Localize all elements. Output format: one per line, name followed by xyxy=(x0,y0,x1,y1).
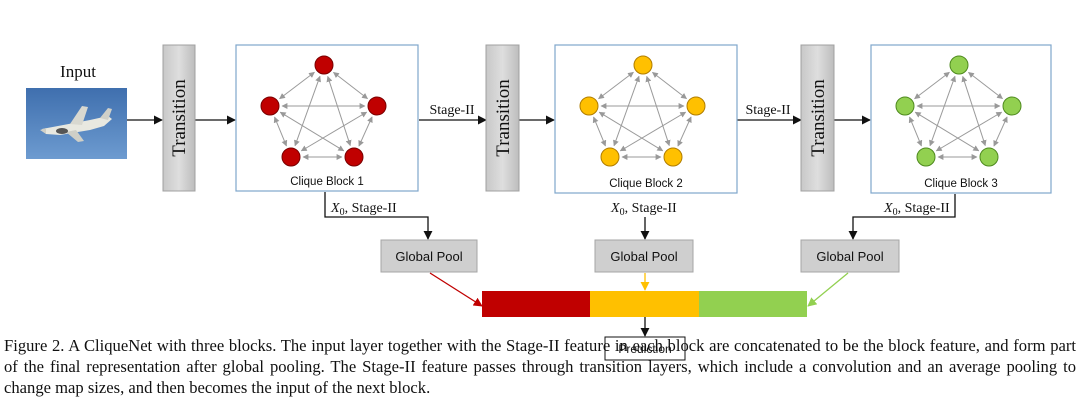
concat-segment-block1 xyxy=(482,291,590,317)
stage-ii-label-1: Stage-II xyxy=(429,103,474,118)
arrow-pool1-to-concat xyxy=(429,272,483,307)
clique-node xyxy=(344,147,364,167)
global-pool-2: Global Pool xyxy=(594,239,694,273)
clique-edge xyxy=(619,111,687,152)
input-label: Input xyxy=(60,62,96,81)
stage-ii-label-2: Stage-II xyxy=(745,103,790,118)
arrow-pool3-to-concat xyxy=(807,272,849,307)
x0-stage-label-1: X0, Stage-II xyxy=(330,201,397,218)
clique-block-2: Clique Block 2 xyxy=(554,44,738,194)
clique-node xyxy=(281,147,301,167)
prediction-box: Prediction xyxy=(604,336,686,361)
clique-node xyxy=(1002,96,1022,116)
clique-node xyxy=(633,55,653,75)
x0-stage-label-3: X0, Stage-II xyxy=(883,201,950,218)
clique-node xyxy=(895,96,915,116)
concat-segment-block2 xyxy=(590,291,699,317)
transition-layer-1: Transition xyxy=(162,44,196,192)
clique-node xyxy=(260,96,280,116)
clique-node xyxy=(314,55,334,75)
global-pool-label: Global Pool xyxy=(610,249,677,264)
clique-block-1: Clique Block 1 xyxy=(235,44,419,192)
global-pool-3: Global Pool xyxy=(800,239,900,273)
clique-node xyxy=(949,55,969,75)
concat-segment-block3 xyxy=(699,291,807,317)
transition-layer-3: Transition xyxy=(800,44,835,192)
global-pool-1: Global Pool xyxy=(380,239,478,273)
clique-node xyxy=(979,147,999,167)
transition-layer-2: Transition xyxy=(485,44,520,192)
clique-block-label: Clique Block 1 xyxy=(290,176,364,188)
clique-node xyxy=(367,96,387,116)
clique-block-label: Clique Block 3 xyxy=(924,178,998,190)
input-image xyxy=(26,88,127,159)
clique-edge xyxy=(993,116,1008,147)
clique-block-label: Clique Block 2 xyxy=(609,178,683,190)
clique-edge xyxy=(300,111,368,152)
clique-node xyxy=(916,147,936,167)
clique-block-3: Clique Block 3 xyxy=(870,44,1052,194)
transition-label: Transition xyxy=(808,79,829,157)
clique-edge xyxy=(677,116,692,147)
figure-caption: Figure 2. A CliqueNet with three blocks.… xyxy=(4,336,1076,397)
transition-label: Transition xyxy=(493,79,514,157)
prediction-label: Prediction xyxy=(618,342,671,356)
global-pool-label: Global Pool xyxy=(816,249,883,264)
transition-label: Transition xyxy=(169,79,190,157)
clique-node xyxy=(600,147,620,167)
global-pool-label: Global Pool xyxy=(395,249,462,264)
clique-node xyxy=(579,96,599,116)
clique-node xyxy=(686,96,706,116)
connector-block1-to-pool1 xyxy=(324,192,433,240)
connector-block3-to-pool3 xyxy=(848,194,956,240)
concatenated-feature xyxy=(482,291,807,317)
clique-edge xyxy=(358,116,373,147)
clique-edge xyxy=(935,111,1003,152)
clique-node xyxy=(663,147,683,167)
x0-stage-label-2: X0, Stage-II xyxy=(610,201,677,218)
